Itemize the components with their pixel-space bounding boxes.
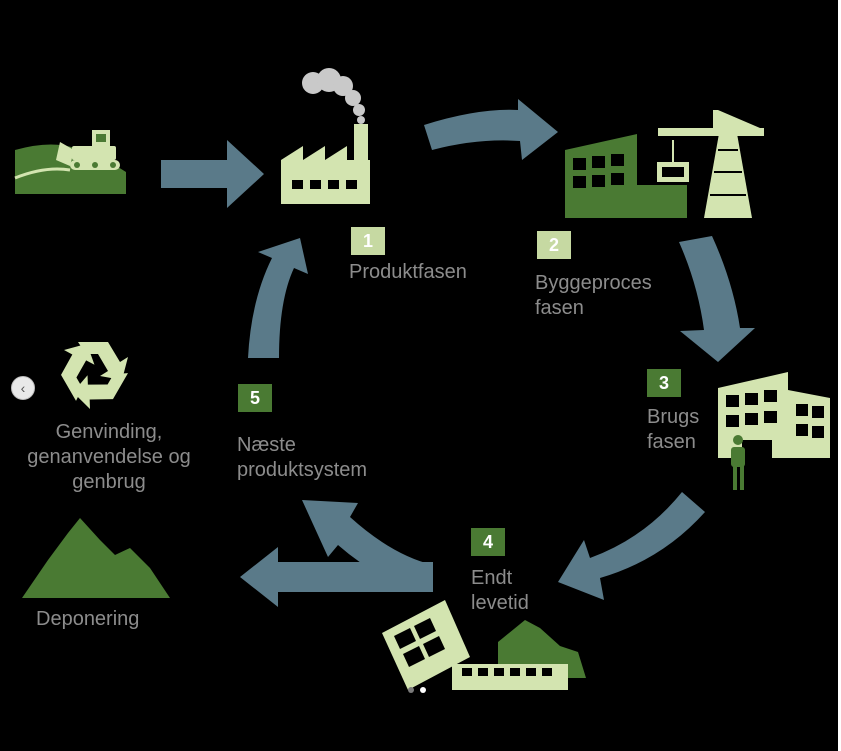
bulldozer-icon	[14, 130, 126, 194]
arrow-use-to-endoflife	[558, 492, 705, 600]
arrow-raw-to-product	[161, 140, 264, 208]
arrow-endoflife-to-landfill	[240, 547, 433, 607]
stage-label-3: Brugs fasen	[647, 406, 700, 453]
stage-label-4: Endt levetid	[471, 567, 529, 614]
stage-number-1: 1	[351, 227, 385, 255]
recycle-icon	[61, 342, 128, 409]
stage-number-5: 5	[238, 384, 272, 412]
construction-crane-icon	[565, 110, 764, 218]
factory-icon	[281, 68, 370, 204]
arrow-next-to-product	[248, 238, 308, 358]
stage-number-3: 3	[647, 369, 681, 397]
stage-number-2: 2	[537, 231, 571, 259]
carousel-dot[interactable]	[408, 687, 414, 693]
recycling-label: Genvinding, genanvendelse og genbrug	[27, 421, 191, 493]
stage-label-2: Byggeproces fasen	[535, 272, 652, 319]
stage-label-5: Næste produktsystem	[237, 434, 368, 481]
carousel-dot-active[interactable]	[420, 687, 426, 693]
stage-number-4: 4	[471, 528, 505, 556]
landfill-mountains-icon	[22, 518, 170, 598]
arrow-construction-to-use	[679, 236, 755, 362]
carousel-dots	[408, 680, 432, 698]
stage-label-1: Produktfasen	[349, 261, 467, 283]
occupied-building-icon	[718, 372, 830, 490]
demolished-building-icon	[382, 600, 586, 690]
arrow-product-to-construction	[424, 99, 558, 160]
landfill-label: Deponering	[36, 608, 140, 630]
chevron-left-icon[interactable]: ‹	[11, 376, 35, 400]
